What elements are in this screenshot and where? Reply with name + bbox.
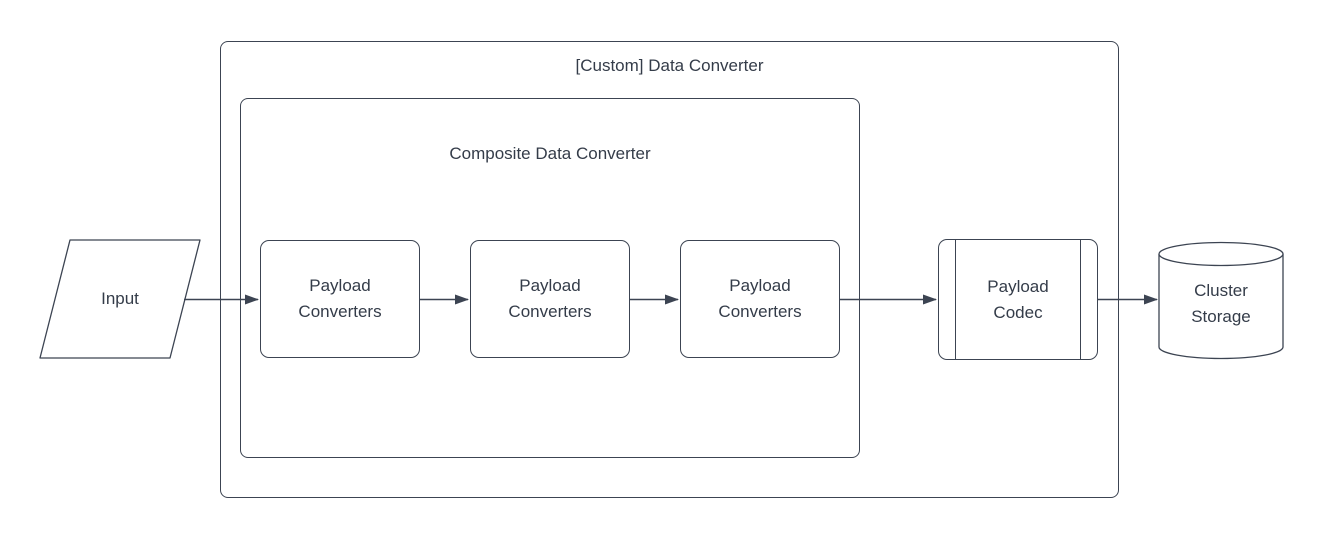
custom-data-converter-title: [Custom] Data Converter — [575, 56, 764, 75]
payload-converters-3-label: Payload Converters — [718, 276, 802, 321]
codec-right-bar — [1080, 240, 1081, 359]
payload-converters-node-3: Payload Converters — [680, 240, 840, 358]
payload-converters-node-1: Payload Converters — [260, 240, 420, 358]
payload-converters-2-label: Payload Converters — [508, 276, 592, 321]
codec-left-bar — [955, 240, 956, 359]
payload-codec-label: Payload Codec — [987, 276, 1049, 322]
composite-data-converter-title: Composite Data Converter — [449, 144, 651, 163]
payload-codec-node: Payload Codec — [938, 239, 1098, 360]
cluster-storage-node — [1158, 241, 1284, 360]
composite-data-converter-container: Composite Data Converter — [240, 98, 860, 458]
payload-converters-node-2: Payload Converters — [470, 240, 630, 358]
custom-data-converter-container: [Custom] Data Converter — [220, 41, 1119, 498]
payload-converters-1-label: Payload Converters — [298, 276, 382, 321]
input-node — [39, 239, 201, 359]
